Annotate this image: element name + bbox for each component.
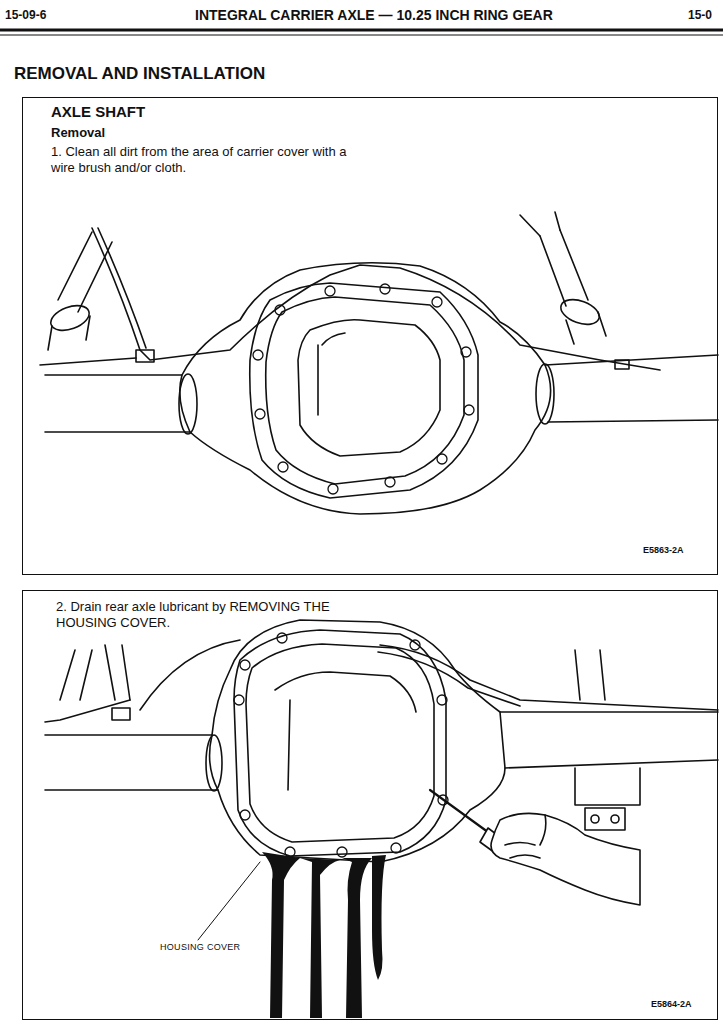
- callout-label: HOUSING COVER: [160, 942, 240, 953]
- step-text: 2. Drain rear axle lubricant by REMOVING…: [56, 599, 376, 632]
- section-title: REMOVAL AND INSTALLATION: [14, 63, 265, 84]
- page-number: 15-0: [688, 8, 712, 23]
- procedure-panel: 2. Drain rear axle lubricant by REMOVING…: [22, 590, 718, 1020]
- step-text: 1. Clean all dirt from the area of carri…: [51, 144, 371, 177]
- figure-code: E5863-2A: [643, 545, 684, 556]
- axle-housing-view-1: [40, 212, 718, 514]
- subheading: Removal: [51, 125, 105, 141]
- axle-housing-view-2: [45, 620, 718, 1018]
- header-title: INTEGRAL CARRIER AXLE — 10.25 INCH RING …: [195, 7, 553, 25]
- section-heading: AXLE SHAFT: [51, 103, 145, 122]
- figure-code: E5864-2A: [651, 999, 692, 1010]
- procedure-panel: AXLE SHAFT Removal 1. Clean all dirt from …: [22, 97, 718, 575]
- page-number: 15-09-6: [5, 8, 46, 23]
